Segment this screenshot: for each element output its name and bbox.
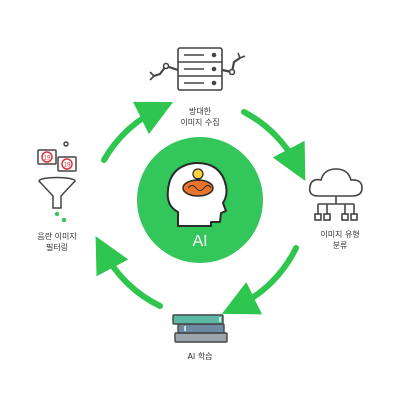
step-filter-label: 음란 이미지 필터링 bbox=[22, 231, 92, 253]
step-classify-label: 이미지 유형 분류 bbox=[300, 229, 380, 251]
arrow-train-to-filter bbox=[95, 236, 163, 309]
step-collect-line1: 방대한 bbox=[188, 107, 212, 116]
step-classify-line1: 이미지 유형 bbox=[320, 230, 360, 239]
age-badge-2: 19 bbox=[64, 163, 71, 169]
step-train-label: AI 학습 bbox=[165, 351, 235, 362]
book-stack-icon bbox=[172, 314, 228, 343]
server-robot-arm-icon bbox=[149, 47, 246, 91]
arrow-collect-to-classify bbox=[241, 109, 306, 181]
step-classify-line2: 분류 bbox=[332, 241, 348, 250]
step-train-line1: AI 학습 bbox=[187, 352, 213, 361]
step-filter-line2: 필터링 bbox=[45, 243, 69, 252]
head-brain-icon bbox=[166, 161, 228, 227]
cloud-network-icon bbox=[308, 168, 363, 221]
arrow-filter-to-collect bbox=[101, 101, 174, 163]
step-filter-line1: 음란 이미지 bbox=[37, 232, 77, 241]
step-collect-line2: 이미지 수집 bbox=[180, 118, 220, 127]
funnel-filter-icon: 19 19 bbox=[37, 141, 77, 223]
ai-center-label: AI bbox=[192, 233, 207, 250]
age-badge-1: 19 bbox=[44, 156, 51, 162]
arrow-classify-to-train bbox=[221, 245, 299, 315]
step-collect-label: 방대한 이미지 수집 bbox=[160, 106, 240, 128]
